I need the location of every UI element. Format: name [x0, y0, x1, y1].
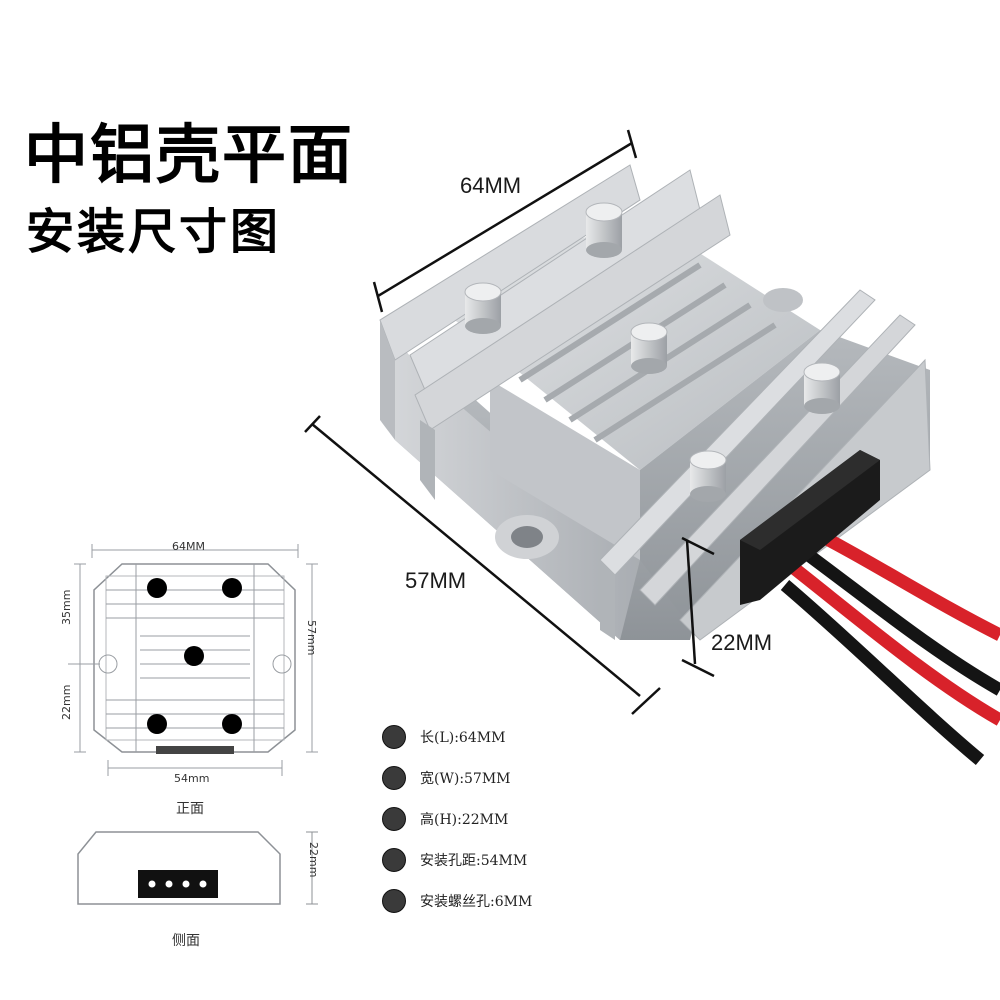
screw-dot [147, 714, 167, 734]
mounting-hole-inner [511, 526, 543, 548]
bullet-icon [382, 765, 406, 790]
spec-item-screw-hole: 安装螺丝孔:6MM [382, 880, 642, 921]
front-top-width-label: 64MM [172, 540, 205, 553]
spec-item-height: 高(H):22MM [382, 798, 642, 839]
spec-text: 长(L):64MM [420, 729, 506, 746]
page-subtitle: 安装尺寸图 [26, 204, 282, 260]
screw-dot [147, 578, 167, 598]
spec-text: 高(H):22MM [420, 811, 509, 828]
mounting-hole-right [763, 288, 803, 312]
screw-dot [222, 714, 242, 734]
screw-peg [803, 362, 841, 414]
front-view-caption: 正面 [176, 801, 204, 817]
bullet-icon [382, 724, 406, 749]
length-label: 64MM [460, 173, 522, 198]
side-height-label: 22mm [307, 842, 320, 878]
spec-text: 宽(W):57MM [420, 770, 511, 787]
screw-peg [689, 450, 727, 502]
side-view-drawing [77, 831, 318, 905]
front-bottom-width-label: 54mm [174, 772, 210, 785]
front-lower-left-label: 22mm [60, 684, 73, 720]
housing-right-face [640, 330, 930, 640]
spec-item-length: 长(L):64MM [382, 716, 642, 757]
fin [379, 164, 641, 361]
spec-item-hole-spacing: 安装孔距:54MM [382, 839, 642, 880]
height-label: 22MM [711, 630, 773, 655]
front-height-label: 57mm [305, 620, 318, 656]
screw-peg [630, 322, 668, 374]
side-view-outline [77, 831, 281, 905]
wire-black [780, 580, 985, 765]
connector-slot [156, 746, 234, 754]
bullet-icon [382, 847, 406, 872]
wire-connector [740, 450, 880, 605]
page-title: 中铝壳平面 [24, 119, 354, 193]
fin [420, 420, 435, 500]
spec-text: 安装螺丝孔:6MM [420, 893, 533, 910]
screw-dot [222, 578, 242, 598]
dimension-line-length [372, 129, 638, 313]
bullet-icon [382, 806, 406, 831]
wire-black [791, 539, 1000, 696]
dimension-line-height [681, 536, 715, 678]
ridge [518, 262, 702, 383]
housing-front-face [490, 380, 640, 560]
screw-peg [464, 282, 502, 334]
spec-item-width: 宽(W):57MM [382, 757, 642, 798]
ridge [593, 322, 777, 443]
screw-peg [585, 202, 623, 258]
side-view-caption: 侧面 [172, 933, 200, 949]
spec-list: 长(L):64MM 宽(W):57MM 高(H):22MM 安装孔距:54MM … [382, 716, 642, 921]
fin [414, 194, 731, 431]
screw-dot [184, 646, 204, 666]
fin [600, 560, 615, 640]
front-upper-left-label: 35mm [60, 589, 73, 625]
bullet-icon [382, 888, 406, 913]
spec-text: 安装孔距:54MM [420, 852, 528, 869]
width-label: 57MM [405, 568, 467, 593]
fin [380, 320, 395, 440]
wire-red [785, 559, 1000, 726]
dimension-line-width [304, 415, 661, 715]
front-view-drawing [68, 544, 318, 776]
front-view-outline [93, 563, 296, 753]
